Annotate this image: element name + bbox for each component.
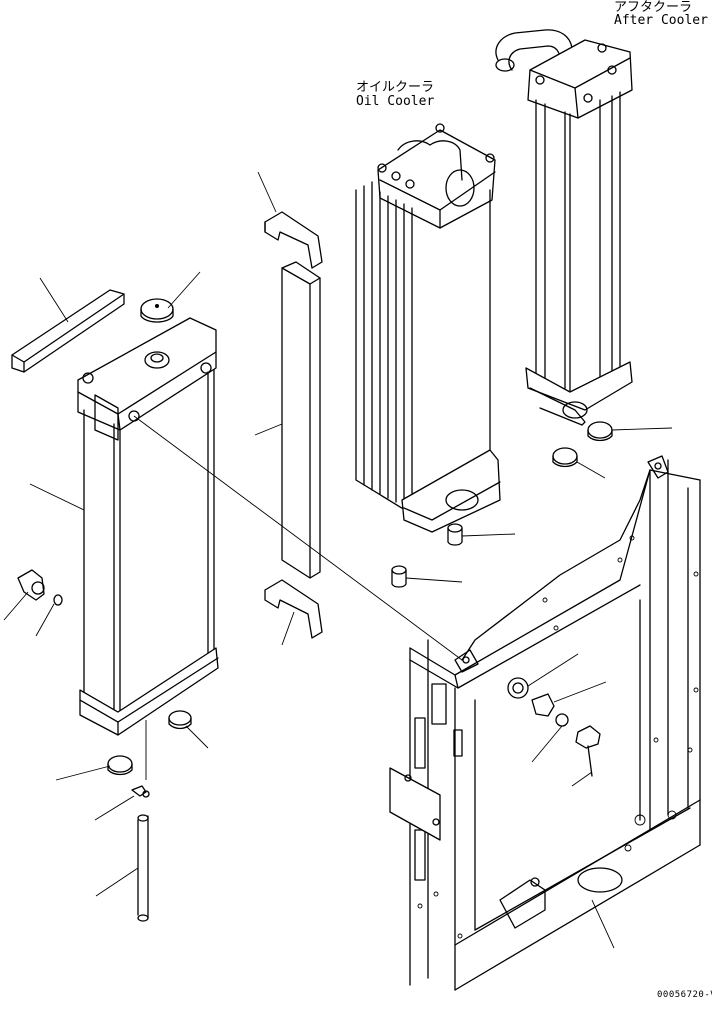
after-cooler-label-ja: アフタクーラ [614, 0, 693, 15]
oil-cooler-label-en: Oil Cooler [356, 94, 435, 109]
cooler-frame [389, 455, 701, 991]
oil-cooler-part [355, 123, 501, 533]
drawing-code: 00056720-V [657, 990, 712, 1000]
leader-lines [3, 171, 673, 949]
after-cooler-label-en: After Cooler [614, 13, 708, 28]
radiator-part [17, 317, 219, 736]
after-cooler-part [495, 29, 633, 426]
oil-cooler-label-ja: オイルクーラ [356, 80, 435, 95]
small-parts [107, 421, 613, 922]
seal-strips [11, 211, 323, 639]
